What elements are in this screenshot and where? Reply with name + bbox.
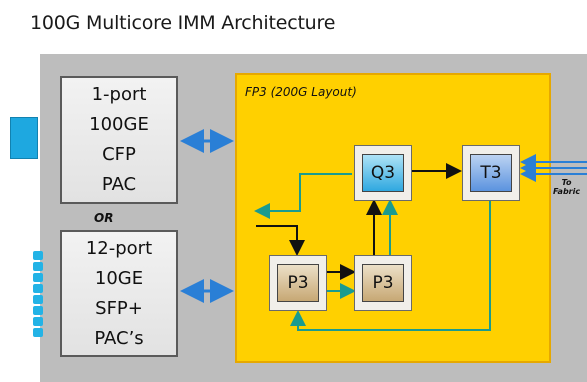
fabric-label-line: To: [561, 178, 572, 187]
pac-100ge-box: 1-port 100GE CFP PAC: [60, 76, 178, 204]
p3-right-chip-label: P3: [362, 264, 404, 302]
sfp-port: [33, 317, 43, 326]
pac-top-line: CFP: [102, 144, 136, 165]
sfp-port: [33, 251, 43, 260]
fabric-label-line: Fabric: [553, 187, 581, 196]
sfp-port: [33, 262, 43, 271]
pac-10ge-box: 12-port 10GE SFP+ PAC’s: [60, 230, 178, 357]
pac-top-line: 1-port: [91, 84, 147, 105]
p3-chip-left: P3: [269, 255, 327, 311]
p3-chip-right: P3: [354, 255, 412, 311]
pac-bottom-line: SFP+: [95, 297, 143, 319]
fp3-block: [235, 73, 551, 363]
sfp-port: [33, 295, 43, 304]
diagram-title: 100G Multicore IMM Architecture: [30, 12, 336, 34]
t3-loopback-arrow: [290, 200, 491, 331]
pac-top-line: 100GE: [89, 114, 149, 135]
input-to-p3-arrow: [256, 225, 305, 256]
p3-left-chip-label: P3: [277, 264, 319, 302]
sfp-port: [33, 284, 43, 293]
sfp-port: [33, 306, 43, 315]
fp3-label: FP3 (200G Layout): [245, 85, 357, 99]
t3-chip: T3: [462, 145, 520, 201]
pac-bottom-line: 10GE: [94, 267, 144, 289]
pac-bottom-line: PAC’s: [94, 327, 144, 349]
q3-chip-label: Q3: [362, 154, 404, 192]
fabric-label: To Fabric: [553, 178, 580, 196]
pac-bottom-line: 12-port: [85, 237, 153, 259]
q3-egress-arrow: [254, 173, 352, 219]
cfp-port-connector: [10, 117, 38, 159]
sfp-port: [33, 328, 43, 337]
q3-chip: Q3: [354, 145, 412, 201]
or-label: OR: [94, 211, 114, 225]
t3-chip-label: T3: [470, 154, 512, 192]
pac-top-line: PAC: [101, 174, 137, 195]
sfp-port: [33, 273, 43, 282]
